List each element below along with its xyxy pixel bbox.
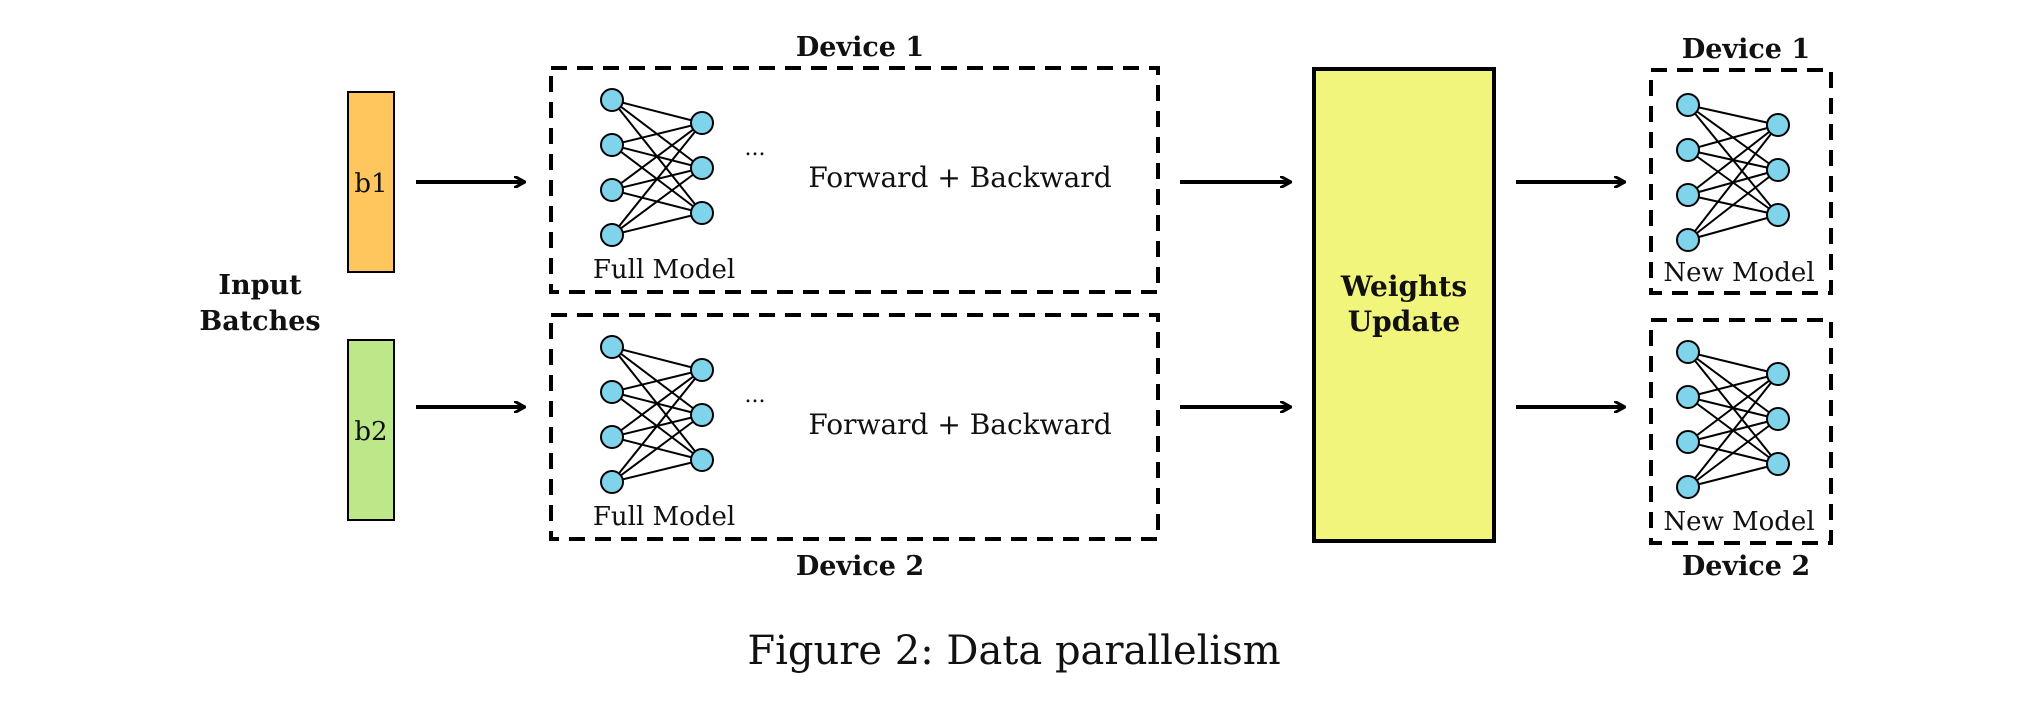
device1-process-label: Forward + Backward — [808, 161, 1111, 194]
weights-update-box — [1312, 67, 1496, 543]
weights-update-line2: Update — [1348, 305, 1460, 338]
network-edge — [1687, 373, 1779, 488]
network-output-node — [1766, 203, 1790, 227]
device1-network — [600, 88, 714, 247]
device2-box — [549, 313, 1160, 541]
device2-process-label: Forward + Backward — [808, 408, 1111, 441]
network-output-node — [690, 403, 714, 427]
network-input-node — [600, 133, 624, 157]
network-edge — [1687, 214, 1779, 241]
network-edge — [611, 122, 703, 236]
weights-update-line1: Weights — [1340, 270, 1467, 303]
network-output-node — [1766, 362, 1790, 386]
network-edge — [1687, 463, 1779, 488]
batch-box-b2 — [347, 339, 395, 521]
new-device1-box — [1649, 68, 1833, 295]
network-edge — [1687, 124, 1779, 151]
network-input-node — [1676, 430, 1700, 454]
device1-model-label: Full Model — [593, 255, 735, 285]
network-output-node — [690, 111, 714, 135]
network-edge — [611, 369, 703, 393]
figure-caption: Figure 2: Data parallelism — [747, 628, 1280, 674]
batch-box-b1 — [347, 91, 395, 273]
network-edge — [1687, 373, 1779, 443]
network-edge — [611, 346, 703, 371]
network-input-node — [1676, 340, 1700, 364]
network-output-node — [690, 156, 714, 180]
device1-title: Device 1 — [796, 32, 924, 63]
network-edge — [1687, 124, 1779, 241]
network-input-node — [1676, 93, 1700, 117]
network-edge — [1687, 124, 1779, 196]
device2-network — [600, 335, 714, 494]
network-edge — [1687, 351, 1779, 375]
network-edge — [611, 122, 703, 146]
network-edge — [1687, 104, 1779, 126]
network-edge — [611, 369, 703, 483]
network-edge — [611, 212, 703, 236]
network-output-node — [690, 448, 714, 472]
network-output-node — [1766, 452, 1790, 476]
network-edge — [611, 122, 703, 191]
network-edge — [1687, 373, 1779, 398]
network-output-node — [690, 358, 714, 382]
input-label-line2: Batches — [199, 306, 320, 337]
network-output-node — [1766, 113, 1790, 137]
network-input-node — [600, 335, 624, 359]
network-edge — [1687, 418, 1779, 488]
network-output-node — [690, 201, 714, 225]
network-edge — [611, 459, 703, 483]
network-input-node — [600, 223, 624, 247]
network-edge — [611, 167, 703, 236]
network-input-node — [1676, 475, 1700, 499]
new-device2-model-label: New Model — [1663, 507, 1814, 537]
network-input-node — [1676, 183, 1700, 207]
network-edge — [611, 369, 703, 438]
network-input-node — [1676, 228, 1700, 252]
new-device2-box — [1649, 318, 1833, 545]
new-device1-model-label: New Model — [1663, 258, 1814, 288]
network-input-node — [600, 470, 624, 494]
batch-label-b2: b2 — [354, 417, 387, 447]
input-label-line1: Input — [218, 270, 302, 301]
network-edge — [611, 99, 703, 124]
device2-model-label: Full Model — [593, 502, 735, 532]
new-device2-network — [1676, 340, 1790, 499]
new-device1-title: Device 1 — [1682, 34, 1810, 65]
device1-ellipsis: ... — [745, 136, 766, 161]
network-input-node — [1676, 385, 1700, 409]
new-device2-title: Device 2 — [1682, 551, 1810, 582]
new-device1-network — [1676, 93, 1790, 252]
network-input-node — [600, 88, 624, 112]
network-output-node — [1766, 407, 1790, 431]
device2-ellipsis: ... — [745, 383, 766, 408]
device1-box — [549, 66, 1160, 294]
network-edge — [611, 414, 703, 483]
network-edge — [1687, 169, 1779, 241]
network-input-node — [1676, 138, 1700, 162]
network-output-node — [1766, 158, 1790, 182]
device2-title: Device 2 — [796, 551, 924, 582]
network-input-node — [600, 380, 624, 404]
network-input-node — [600, 178, 624, 202]
network-input-node — [600, 425, 624, 449]
batch-label-b1: b1 — [354, 169, 387, 199]
